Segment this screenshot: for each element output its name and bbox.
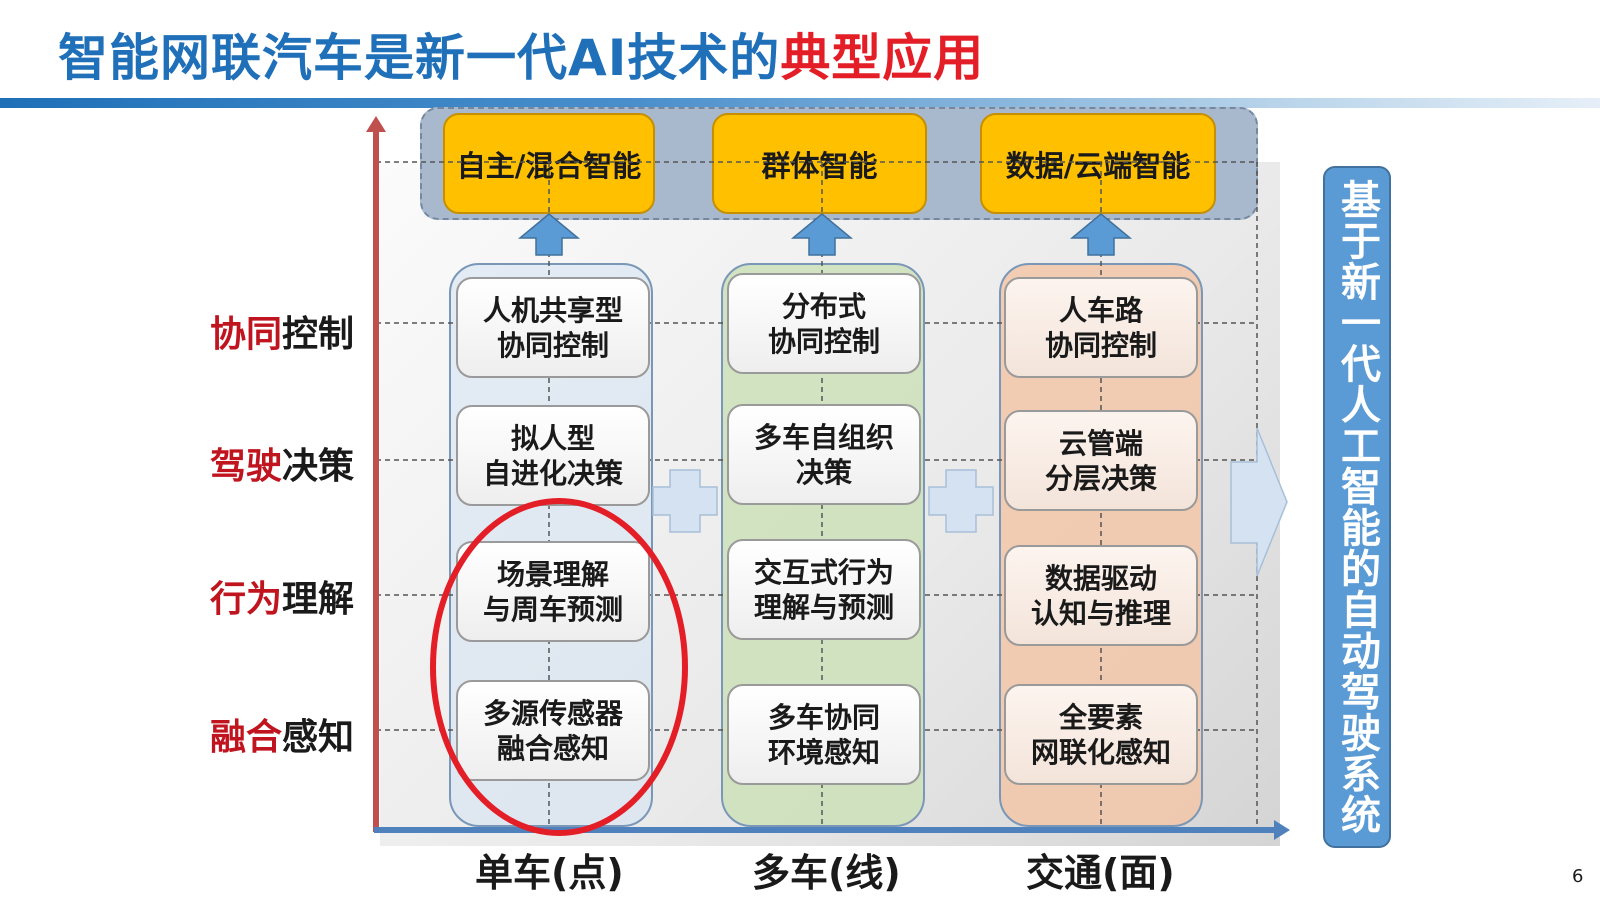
- x-axis-arrow-icon: [1274, 820, 1290, 840]
- side-summary-box: 基于新一代人工智能的自动驾驶系统: [1323, 166, 1391, 848]
- right-arrow-icon: [1230, 427, 1288, 577]
- plus-icon: [652, 469, 718, 533]
- x-label-single-vehicle: 单车(点): [475, 851, 624, 895]
- title-divider: [0, 98, 1600, 108]
- up-arrow-icon: [790, 213, 854, 256]
- cell-networked-perception: 全要素 网联化感知: [1004, 684, 1198, 785]
- cell-vehicle-road-control: 人车路 协同控制: [1004, 277, 1198, 378]
- y-axis-arrow-icon: [366, 116, 386, 132]
- title-highlight: 典型应用: [780, 29, 985, 87]
- side-summary-text: 基于新一代人工智能的自动驾驶系统: [1334, 179, 1380, 835]
- cell-humanlike-decision: 拟人型 自进化决策: [456, 405, 650, 506]
- page-number: 6: [1572, 866, 1584, 887]
- plus-icon: [928, 469, 994, 533]
- cell-cloud-layered-decision: 云管端 分层决策: [1004, 410, 1198, 511]
- title-main: 智能网联汽车是新一代AI技术的: [58, 29, 781, 87]
- top-box-cloud: 数据/云端智能: [980, 113, 1216, 214]
- y-label-decision: 驾驶决策: [210, 446, 355, 487]
- cell-data-driven-reasoning: 数据驱动 认知与推理: [1004, 545, 1198, 646]
- y-label-control: 协同控制: [210, 314, 355, 355]
- cell-cooperative-perception: 多车协同 环境感知: [727, 684, 921, 785]
- y-label-perception: 融合感知: [210, 717, 355, 758]
- cell-interactive-understanding: 交互式行为 理解与预测: [727, 539, 921, 640]
- up-arrow-icon: [1069, 213, 1133, 256]
- up-arrow-icon: [517, 213, 581, 256]
- cell-human-machine-control: 人机共享型 协同控制: [456, 277, 650, 378]
- cell-self-organizing-decision: 多车自组织 决策: [727, 404, 921, 505]
- cell-distributed-control: 分布式 协同控制: [727, 273, 921, 374]
- y-label-understanding: 行为理解: [210, 579, 355, 620]
- x-label-multi-vehicle: 多车(线): [752, 851, 901, 895]
- x-label-traffic: 交通(面): [1026, 851, 1175, 895]
- page-title: 智能网联汽车是新一代AI技术的典型应用: [58, 18, 984, 90]
- highlight-ellipse: [430, 498, 688, 836]
- top-box-autonomous: 自主/混合智能: [443, 113, 655, 214]
- top-box-swarm: 群体智能: [712, 113, 927, 214]
